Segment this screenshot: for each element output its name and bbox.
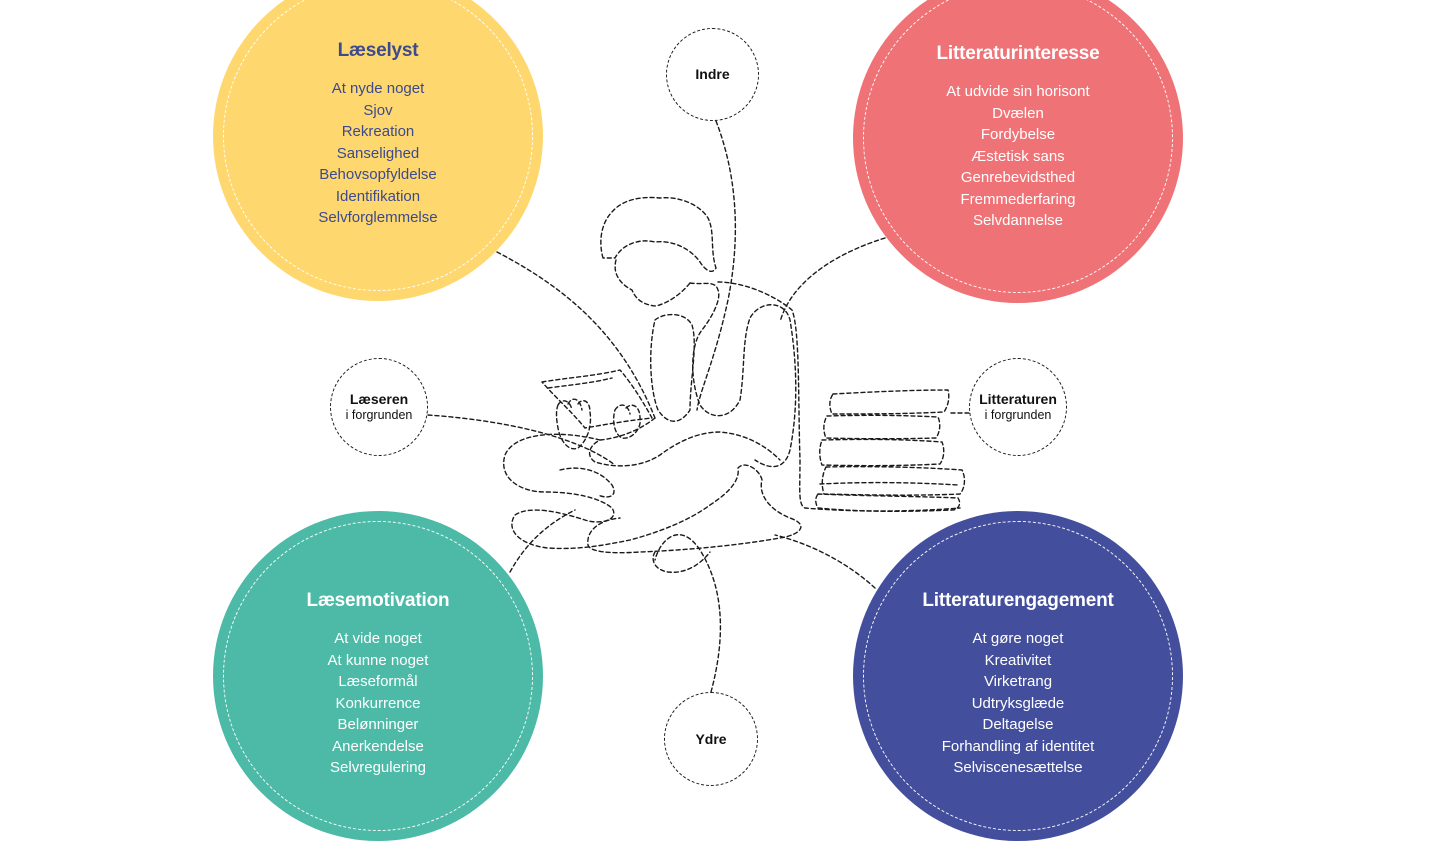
connector-litteraturinteresse xyxy=(779,237,886,323)
connector-litteraturengagement xyxy=(774,534,876,589)
list-item: Fremmederfaring xyxy=(960,190,1076,208)
person-legs xyxy=(503,433,802,554)
list-item: Læseformål xyxy=(338,673,418,690)
list-item: Behovsopfyldelse xyxy=(319,166,437,183)
list-item: Genrebevidsthed xyxy=(960,169,1076,186)
connector-ydre xyxy=(654,534,722,693)
circle-item-list: At vide noget At kunne noget Læseformål … xyxy=(328,628,429,779)
list-item: Belønninger xyxy=(337,716,419,733)
list-item: Æstetisk sans xyxy=(971,147,1065,165)
node-litteraturen: Litteraturen i forgrunden xyxy=(969,358,1067,456)
reading-model-diagram: Læselyst At nyde noget Sjov Rekreation S… xyxy=(213,0,1183,841)
circle-title: Litteraturinteresse xyxy=(936,43,1100,64)
list-item: Selvdannelse xyxy=(972,212,1064,229)
node-title: Læseren xyxy=(349,391,409,407)
connector-indre xyxy=(696,120,737,411)
list-item: Deltagelse xyxy=(982,716,1054,733)
circle-title: Læselyst xyxy=(337,40,419,61)
circle-laesemotivation: Læsemotivation At vide noget At kunne no… xyxy=(213,511,543,841)
person-arm xyxy=(588,417,781,467)
node-laeseren: Læseren i forgrunden xyxy=(330,358,428,456)
circle-laeselyst: Læselyst At nyde noget Sjov Rekreation S… xyxy=(213,0,543,301)
circle-item-list: At nyde noget Sjov Rekreation Sanselighe… xyxy=(318,78,437,229)
list-item: Identifikation xyxy=(335,187,421,205)
list-item: Fordybelse xyxy=(980,126,1056,143)
person-hair xyxy=(600,196,717,272)
list-item: Dvælen xyxy=(992,104,1044,122)
circle-item-list: At udvide sin horisont Dvælen Fordybelse… xyxy=(946,81,1089,232)
list-item: Sjov xyxy=(363,101,393,119)
list-item: Selviscenesættelse xyxy=(953,759,1083,776)
person-hand-left xyxy=(555,398,592,450)
node-title: Ydre xyxy=(695,730,727,747)
node-subtitle: i forgrunden xyxy=(345,408,413,422)
list-item: At udvide sin horisont xyxy=(946,83,1090,100)
node-title: Indre xyxy=(695,66,730,82)
list-item: Anerkendelse xyxy=(332,737,424,755)
connector-lines xyxy=(427,120,970,693)
list-item: At gøre noget xyxy=(972,630,1064,647)
list-item: Forhandling af identitet xyxy=(941,737,1095,755)
circle-litteraturinteresse: Litteraturinteresse At udvide sin horiso… xyxy=(853,0,1183,303)
person-body xyxy=(689,282,797,468)
person-back xyxy=(717,281,961,512)
circle-item-list: At gøre noget Kreativitet Virketrang Udt… xyxy=(942,628,1095,779)
list-item: At kunne noget xyxy=(327,651,429,669)
circle-litteraturengagement: Litteraturengagement At gøre noget Kreat… xyxy=(853,511,1183,841)
list-item: Sanselighed xyxy=(336,144,420,162)
list-item: Kreativitet xyxy=(984,651,1052,669)
node-title: Litteraturen xyxy=(979,391,1057,407)
person-hand-right xyxy=(613,404,641,439)
node-subtitle: i forgrunden xyxy=(984,408,1052,422)
list-item: Selvforglemmelse xyxy=(318,209,438,226)
book-stack xyxy=(815,389,966,513)
list-item: Rekreation xyxy=(341,123,415,140)
connector-laesemotivation xyxy=(509,509,576,573)
person-foot xyxy=(652,551,711,573)
list-item: At nyde noget xyxy=(331,80,425,97)
connector-laeselyst xyxy=(496,251,656,419)
circle-title: Litteraturengagement xyxy=(922,590,1114,611)
node-ydre: Ydre xyxy=(664,692,758,786)
open-book xyxy=(541,369,653,429)
person-chest xyxy=(650,313,695,422)
list-item: Selvregulering xyxy=(330,759,426,776)
list-item: Konkurrence xyxy=(335,694,421,712)
circle-title: Læsemotivation xyxy=(306,590,450,611)
node-indre: Indre xyxy=(666,28,759,121)
person-face xyxy=(614,259,691,307)
list-item: Virketrang xyxy=(983,673,1053,690)
list-item: Udtryksglæde xyxy=(971,694,1065,712)
list-item: At vide noget xyxy=(334,630,422,647)
connector-laeseren xyxy=(427,414,616,466)
